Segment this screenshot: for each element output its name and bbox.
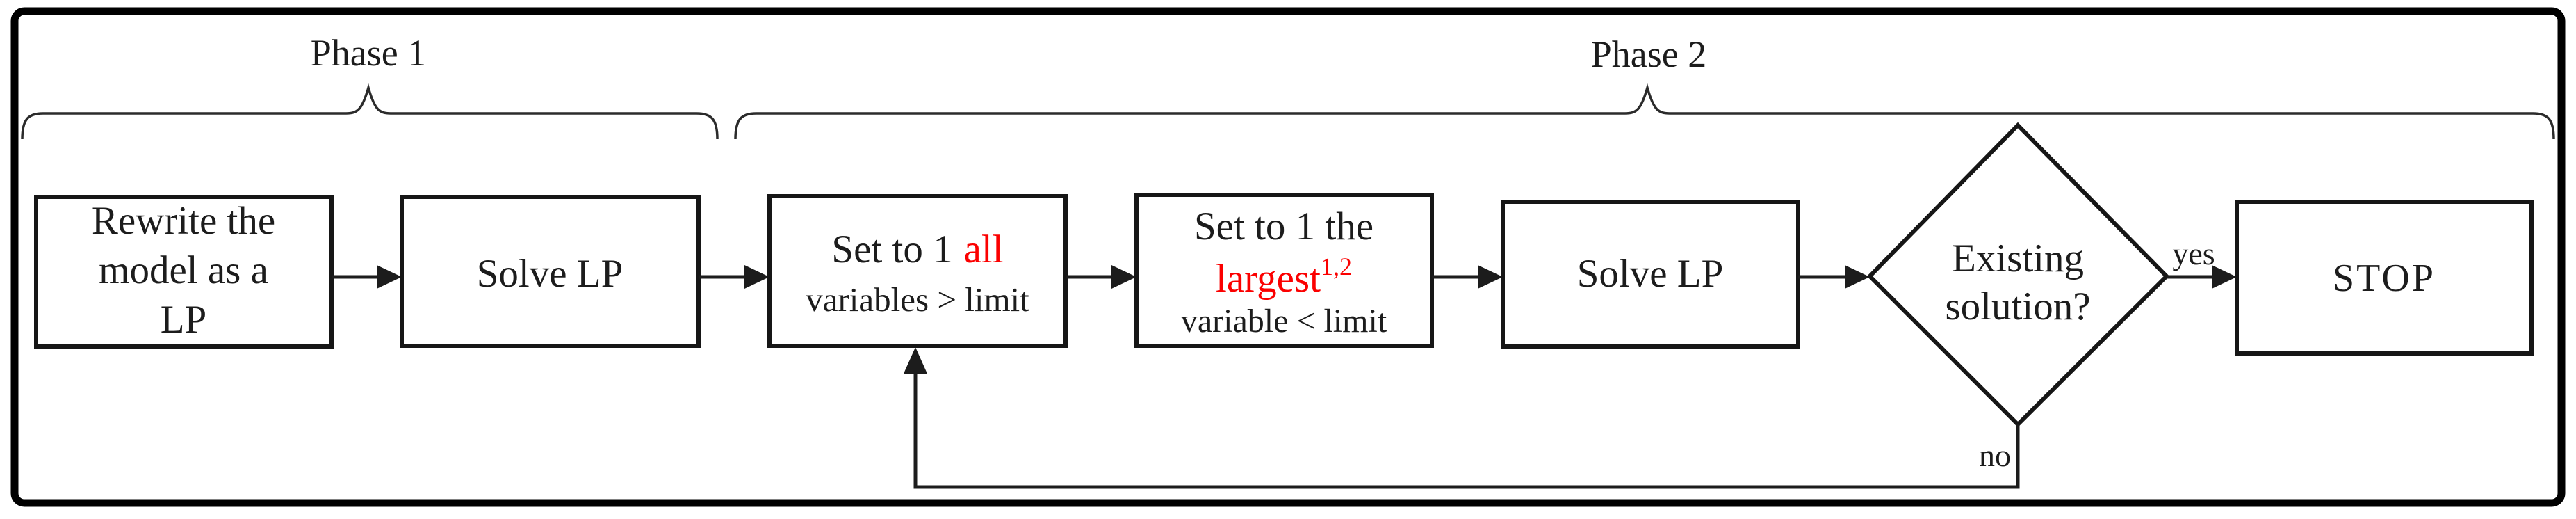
box-set-all-variables-condition: variables > limit <box>806 280 1029 319</box>
box-set-largest-condition: variable < limit <box>1181 303 1387 340</box>
box-set-all-variables <box>767 194 1068 348</box>
phase1-brace <box>21 83 719 140</box>
decision-line2: solution? <box>1946 285 2091 328</box>
arrowhead-solve1-to-setall <box>744 265 769 289</box>
box-rewrite-model-line1: Rewrite the <box>92 199 275 243</box>
no-loop-path <box>913 372 2020 489</box>
box-rewrite-model-line3: LP <box>161 298 207 342</box>
box-rewrite-model <box>34 195 334 349</box>
box-stop-label: STOP <box>2333 257 2436 300</box>
box-set-largest-variable <box>1134 193 1434 348</box>
set-all-highlight-text: all <box>964 227 1004 271</box>
box-solve-lp-second-label: Solve LP <box>1577 252 1724 296</box>
set-all-prefix-text: Set to 1 <box>831 227 952 271</box>
arrowhead-no-loop-to-setall <box>904 347 927 374</box>
box-rewrite-model-line2: model as a <box>99 248 268 292</box>
arrowhead-solve2-to-decision <box>1845 265 1870 289</box>
outer-border <box>10 7 2566 507</box>
decision-line1: Existing <box>1952 237 2084 280</box>
box-set-all-variables-line1: Set to 1 all <box>831 227 1003 271</box>
box-solve-lp-second <box>1501 200 1800 349</box>
set-largest-highlight-text: largest <box>1216 257 1321 301</box>
phase1-label: Phase 1 <box>311 32 426 74</box>
edge-label-yes: yes <box>2172 236 2215 271</box>
box-solve-lp-first-label: Solve LP <box>477 252 623 296</box>
box-set-largest-line2: largest1,2 <box>1216 253 1352 301</box>
box-set-largest-line1: Set to 1 the <box>1194 205 1373 248</box>
edge-label-no: no <box>1979 438 2011 473</box>
set-largest-superscript: 1,2 <box>1321 253 1352 280</box>
arrowhead-setall-to-setlargest <box>1111 265 1136 289</box>
box-stop <box>2235 200 2534 356</box>
box-solve-lp-first <box>400 195 701 348</box>
arrowhead-rewrite-to-solve1 <box>377 265 402 289</box>
arrowhead-setlargest-to-solve2 <box>1478 265 1503 289</box>
phase2-brace <box>734 83 2555 140</box>
arrowhead-decision-to-stop <box>2212 265 2237 289</box>
phase2-label: Phase 2 <box>1591 33 1706 75</box>
